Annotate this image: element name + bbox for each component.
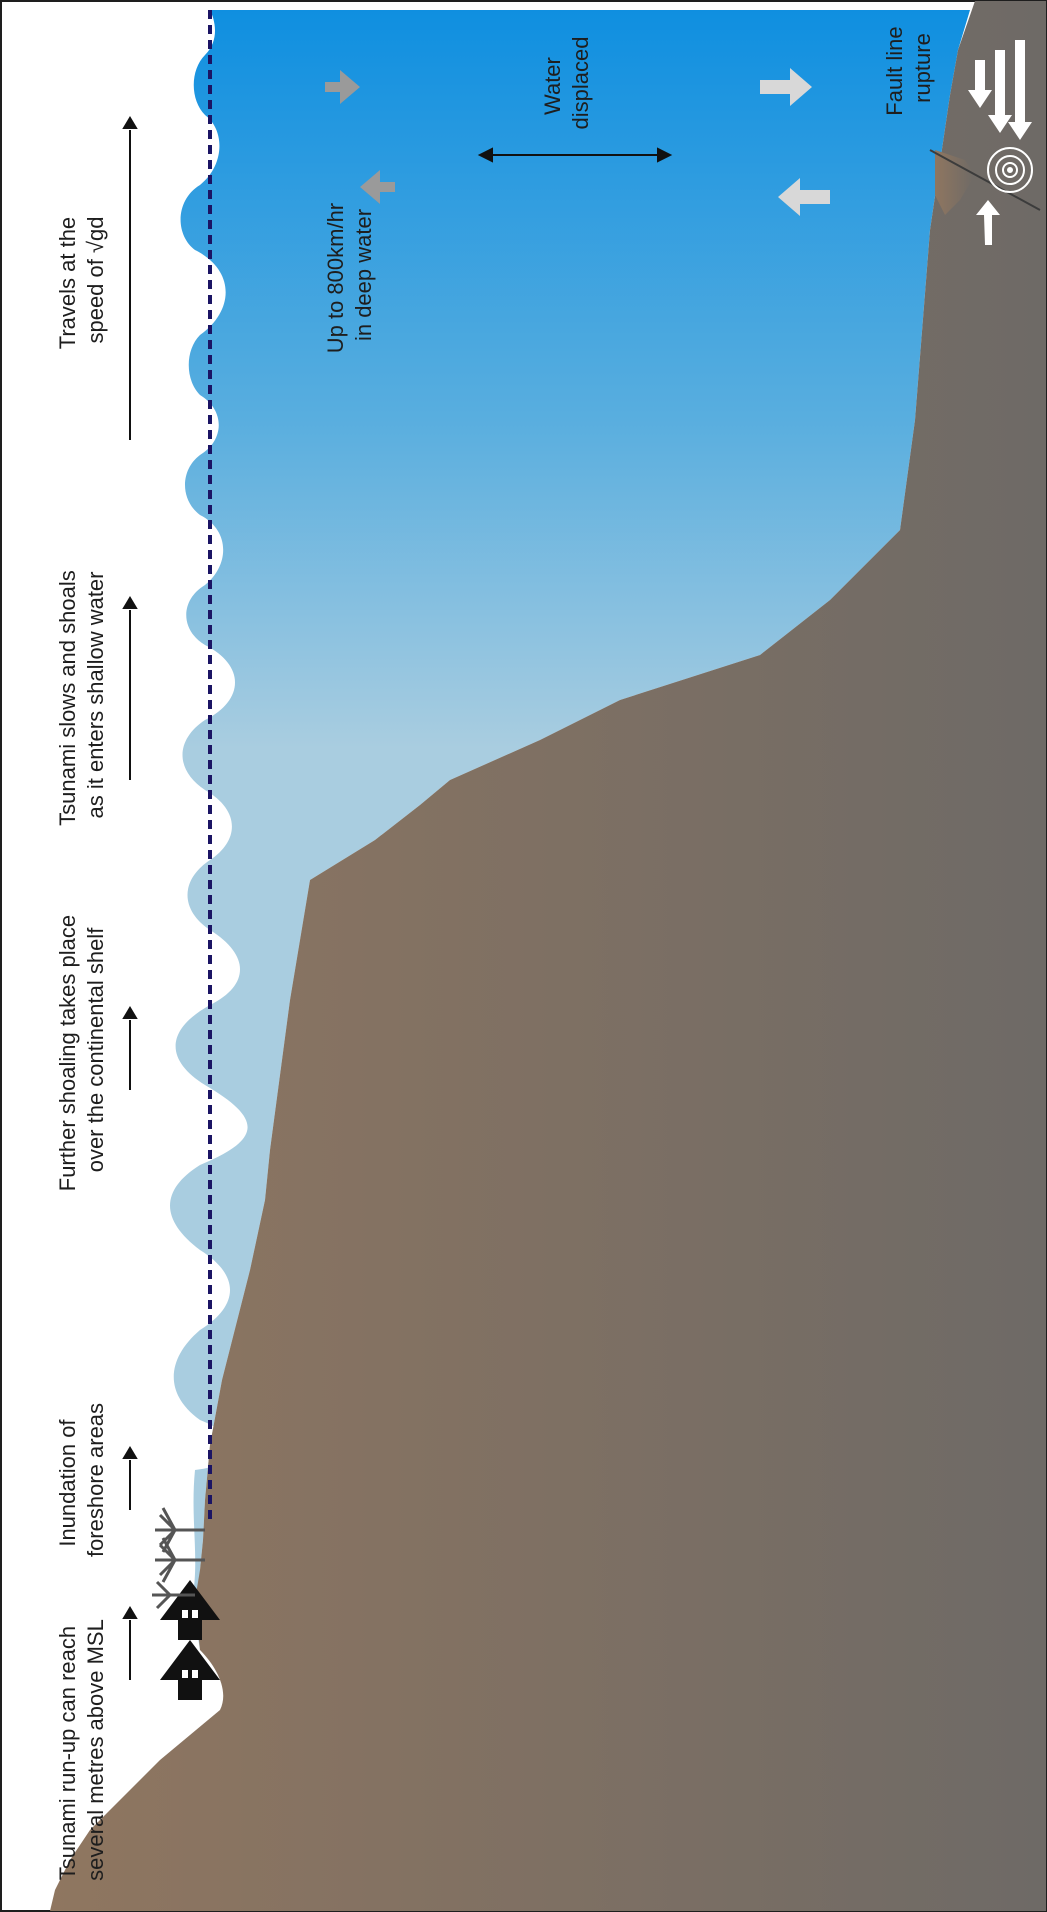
label-shelf: Further shoaling takes place over the co… <box>55 909 108 1192</box>
palm-tree-icon <box>155 1537 205 1583</box>
fault-line <box>929 149 1041 211</box>
palm-tree-icon <box>155 1507 205 1553</box>
label-runup: Tsunami run-up can reach several metres … <box>55 1619 108 1881</box>
arrow-icon <box>122 1446 138 1510</box>
label-inundation: Inundation of foreshore areas <box>55 1403 108 1557</box>
seabed-land <box>50 1 1046 1911</box>
arrow-icon <box>122 116 138 440</box>
arrow-icon <box>325 70 360 104</box>
fault-notch <box>935 150 975 215</box>
house-icon <box>160 1580 220 1640</box>
arrow-icon <box>360 170 395 204</box>
label-shoals: Tsunami slows and shoals as it enters sh… <box>55 564 108 826</box>
arrow-icon <box>968 40 1032 245</box>
arrow-icon <box>122 1006 138 1090</box>
label-displaced: Water displaced <box>540 37 593 130</box>
arrow-icon <box>760 68 812 106</box>
label-fault: Fault line rupture <box>882 20 935 115</box>
arrow-icon <box>122 596 138 780</box>
water-displaced-arrow <box>477 147 673 163</box>
house-icon <box>160 1640 220 1700</box>
arrow-icon <box>778 178 830 216</box>
label-travels: Travels at the speed of √gd <box>55 211 108 350</box>
ocean-water <box>170 10 970 1650</box>
palm-tree-icon <box>152 1580 195 1610</box>
arrow-icon <box>122 1606 138 1680</box>
label-speed: Up to 800km/hr in deep water <box>323 197 376 354</box>
epicentre-icon <box>987 147 1033 193</box>
